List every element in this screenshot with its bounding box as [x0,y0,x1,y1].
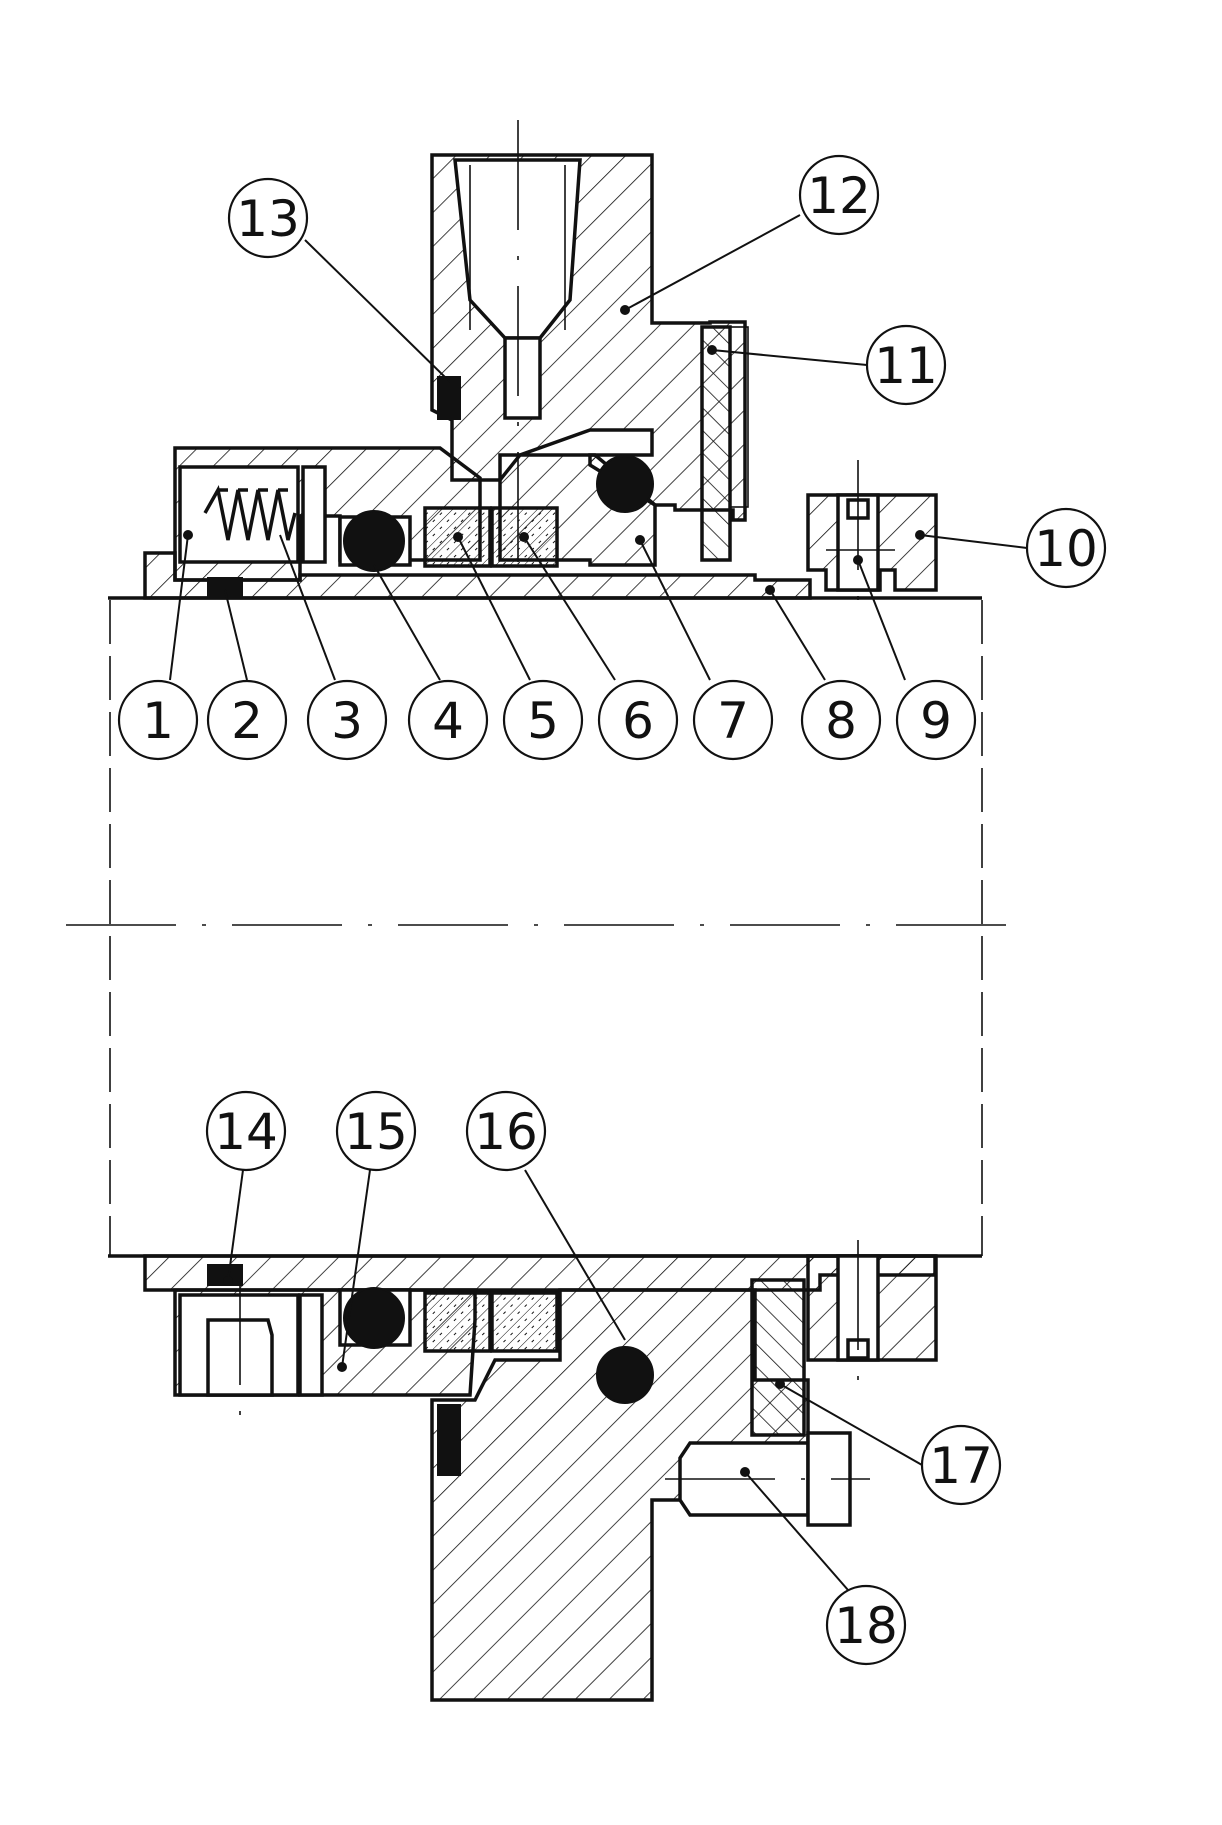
callout-16: 16 [465,1090,547,1172]
callout-11-label: 11 [874,337,938,395]
lower-anti-rotation-plate [750,1278,806,1437]
lower-gland-o-ring [596,1346,654,1404]
callout-4: 4 [407,679,489,761]
leader-dots [183,305,925,1477]
callout-13-label: 13 [236,190,300,248]
callout-9-label: 9 [920,692,952,750]
callout-14: 14 [205,1090,287,1172]
callout-7-label: 7 [717,692,749,750]
callout-10: 10 [1025,507,1107,589]
set-screw [207,577,243,599]
callout-1-label: 1 [142,692,174,750]
callout-3-label: 3 [331,692,363,750]
callout-11: 11 [865,324,947,406]
callout-9: 9 [895,679,977,761]
callout-bubbles: 1 2 3 4 5 6 7 8 9 10 11 12 13 14 15 16 1… [117,154,1107,1666]
callout-8-label: 8 [825,692,857,750]
callout-3: 3 [306,679,388,761]
callout-5-label: 5 [527,692,559,750]
callout-8: 8 [800,679,882,761]
callout-12: 12 [798,154,880,236]
lower-section [143,1240,938,1702]
callout-16-label: 16 [474,1103,538,1161]
callout-17: 17 [920,1424,1002,1506]
gland-o-ring [596,455,654,513]
cap-screw [665,1431,870,1527]
callout-2-label: 2 [231,692,263,750]
leaders [169,214,1028,1591]
callout-13: 13 [227,177,309,259]
callout-2: 2 [206,679,288,761]
spring [203,485,297,541]
callout-6: 6 [597,679,679,761]
callout-18-label: 18 [834,1597,898,1655]
o-ring [343,510,405,572]
upper-section [143,120,938,615]
callout-15: 15 [335,1090,417,1172]
callout-6-label: 6 [622,692,654,750]
gasket [437,376,461,420]
callout-4-label: 4 [432,692,464,750]
anti-rotation-plate [700,325,732,562]
callout-1: 1 [117,679,199,761]
callout-18: 18 [825,1584,907,1666]
callout-7: 7 [692,679,774,761]
callout-17-label: 17 [929,1437,993,1495]
callout-14-label: 14 [214,1103,278,1161]
callout-15-label: 15 [344,1103,408,1161]
callout-5: 5 [502,679,584,761]
callout-12-label: 12 [807,167,871,225]
callout-10-label: 10 [1034,520,1098,578]
lower-o-ring [343,1287,405,1349]
